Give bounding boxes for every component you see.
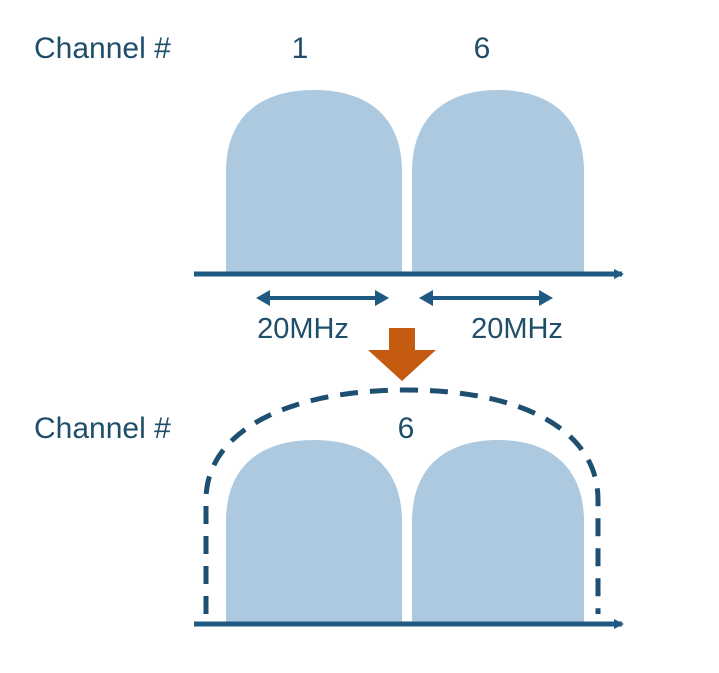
- bandwidth-label-left: 20MHz: [257, 313, 349, 345]
- bonded-subchannel-lower: [226, 440, 402, 622]
- bandwidth-arrow-right: [419, 290, 553, 306]
- channel-6-spectrum: [412, 90, 584, 272]
- bandwidth-label-right: 20MHz: [471, 313, 563, 345]
- transition-arrow: [368, 328, 436, 381]
- bonded-channel-number: 6: [398, 412, 415, 445]
- channel-1-spectrum: [226, 90, 402, 272]
- bottom-channel-label: Channel #: [34, 412, 171, 445]
- channel-number-1: 1: [292, 32, 309, 65]
- bonded-channel-outline: [203, 387, 601, 614]
- top-channel-label: Channel #: [34, 32, 171, 65]
- channel-number-6: 6: [474, 32, 491, 65]
- bandwidth-arrow-left: [256, 290, 389, 306]
- bonded-subchannel-upper: [412, 440, 584, 622]
